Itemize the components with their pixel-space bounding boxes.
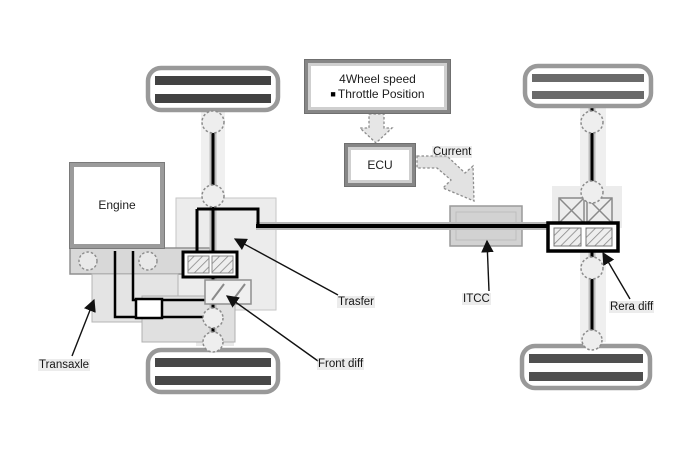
shaft-joints xyxy=(201,110,604,353)
callout-arrows xyxy=(71,238,631,362)
front-wheel-top xyxy=(145,65,281,113)
callout-label-transfer: Trasfer xyxy=(337,296,375,308)
rear-differential xyxy=(546,197,620,253)
itcc-arrow xyxy=(481,239,494,292)
engine-box: Engine xyxy=(70,163,164,248)
current-flow-arrow xyxy=(416,155,475,202)
callout-label-front-diff: Front diff xyxy=(317,358,365,370)
sensor-line-throttle: ■ Throttle Position xyxy=(330,87,424,102)
engine-label: Engine xyxy=(98,198,136,212)
callout-label-itcc: ITCC xyxy=(462,293,491,305)
sensor-input-box: 4Wheel speed ■ Throttle Position xyxy=(305,60,450,113)
transfer-case xyxy=(195,207,260,253)
sensor-to-ecu-arrow xyxy=(358,113,394,144)
ecu-label: ECU xyxy=(367,157,393,172)
ecu-box: ECU xyxy=(345,144,415,186)
rear-wheel-bottom xyxy=(519,343,653,391)
callout-label-rear-diff: Rera diff xyxy=(609,301,655,313)
rear-wheel-top xyxy=(522,63,654,109)
transaxle-power-path xyxy=(113,251,207,320)
front-diff-arrow xyxy=(225,295,319,362)
front-wheel-bottom xyxy=(145,347,281,395)
callout-label-transaxle: Transaxle xyxy=(38,359,91,371)
rear-diff-arrow xyxy=(602,251,631,300)
sensor-line-throttle-text: Throttle Position xyxy=(337,86,425,101)
current-label: Current xyxy=(432,146,473,158)
transfer-arrow xyxy=(233,238,339,296)
sensor-line-wheel-speed: 4Wheel speed xyxy=(339,71,416,86)
transaxle-arrow xyxy=(71,298,96,357)
front-differential xyxy=(181,250,252,305)
bullet-square-icon: ■ xyxy=(330,88,336,99)
